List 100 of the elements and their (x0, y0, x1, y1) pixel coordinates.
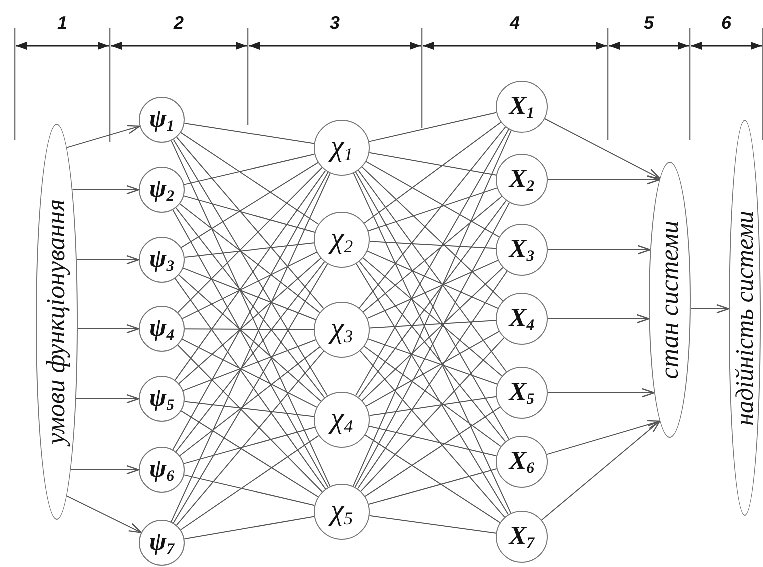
connector-line (368, 468, 498, 505)
connector-line (178, 167, 323, 314)
connector-line (355, 172, 510, 440)
circle-node (314, 484, 370, 540)
arrow (541, 420, 661, 521)
connector-line (362, 258, 503, 377)
circle-node (496, 154, 548, 206)
connector-line (364, 406, 501, 498)
connector-line (182, 252, 318, 320)
connector-line (172, 210, 329, 488)
connector-line (359, 126, 506, 309)
arrow (72, 185, 140, 195)
connector-line (178, 344, 323, 492)
node-label: χ$_{2}$ (330, 224, 354, 256)
arrow (78, 324, 140, 334)
circle-node (496, 81, 548, 133)
connector-line (360, 338, 505, 492)
arrow (76, 394, 140, 404)
connector-line (182, 338, 318, 408)
arrow (548, 245, 651, 255)
circle-node (496, 224, 548, 276)
connector-line (184, 401, 315, 418)
circle-node (139, 167, 185, 213)
node-label: X$_{5}$ (509, 378, 535, 408)
node-label: X$_{7}$ (509, 522, 535, 552)
connector-line (176, 262, 326, 452)
connector-line (173, 264, 328, 524)
connector-line (364, 346, 502, 448)
connector-line (369, 396, 497, 416)
node-label: X$_{4}$ (509, 304, 535, 334)
node-label: ψ$_{1}$ (149, 106, 175, 134)
connector-line (369, 320, 496, 329)
node-label: X$_{2}$ (509, 166, 535, 194)
connector-line (181, 162, 319, 248)
circle-node (139, 447, 185, 493)
section-number: 2 (174, 14, 184, 32)
section-number: 5 (644, 14, 654, 32)
node-label: χ$_{3}$ (330, 314, 354, 346)
connector-line (369, 515, 497, 534)
section-number: 4 (510, 14, 520, 32)
connector-line (370, 241, 496, 250)
connector-line (362, 267, 504, 402)
connector-line (180, 346, 320, 456)
circle-node (139, 376, 185, 422)
node-label: X$_{1}$ (509, 92, 535, 122)
connector-line (184, 427, 316, 464)
arrow (70, 465, 140, 475)
connector-line (184, 474, 316, 506)
arrow (544, 118, 661, 180)
connector-line (360, 350, 506, 518)
connector-line (184, 154, 316, 186)
connector-line (365, 434, 501, 524)
circle-node (314, 120, 370, 176)
node-label: стан системи (657, 220, 683, 380)
arrow (76, 255, 140, 265)
node-label: X$_{3}$ (509, 236, 535, 264)
connector-line (180, 435, 320, 530)
connector-line (367, 250, 499, 310)
connector-line (366, 331, 500, 407)
connector-line (366, 161, 500, 238)
connector-line (181, 410, 319, 498)
connector-line (184, 196, 316, 233)
node-label: χ$_{5}$ (330, 496, 354, 528)
connector-line (368, 426, 498, 457)
connector-line (176, 137, 324, 310)
connector-line (180, 132, 320, 225)
connector-line (356, 129, 510, 396)
connector-line (359, 261, 506, 442)
arrow (66, 125, 140, 148)
section-number: 1 (58, 14, 68, 32)
node-label: ψ$_{3}$ (149, 246, 175, 274)
connector-line (369, 152, 497, 176)
connector-line (367, 260, 499, 320)
arrow (548, 175, 660, 185)
node-label: ψ$_{4}$ (149, 314, 175, 344)
connector-line (172, 172, 329, 450)
connector-line (353, 172, 512, 514)
connector-line (358, 170, 508, 372)
connector-line (184, 516, 315, 540)
connector-line (180, 204, 320, 314)
connector-line (352, 130, 512, 487)
connector-line (176, 350, 324, 526)
connector-line (178, 274, 322, 402)
circle-node (496, 511, 548, 563)
node-label: χ$_{4}$ (330, 404, 354, 436)
arrow (690, 304, 730, 314)
connector-line (368, 338, 498, 385)
connector-line (176, 208, 326, 398)
circle-node (314, 392, 370, 448)
node-label: ψ$_{7}$ (149, 528, 175, 558)
connector-line (184, 328, 314, 330)
arrow (546, 420, 661, 456)
connector-line (364, 122, 502, 224)
circle-node (496, 436, 548, 488)
node-label: надійність системи (732, 210, 758, 426)
connector-line (362, 166, 504, 302)
node-label: ψ$_{5}$ (149, 384, 175, 414)
connector-line (174, 278, 326, 490)
connector-line (368, 112, 498, 142)
connector-line (182, 268, 316, 320)
